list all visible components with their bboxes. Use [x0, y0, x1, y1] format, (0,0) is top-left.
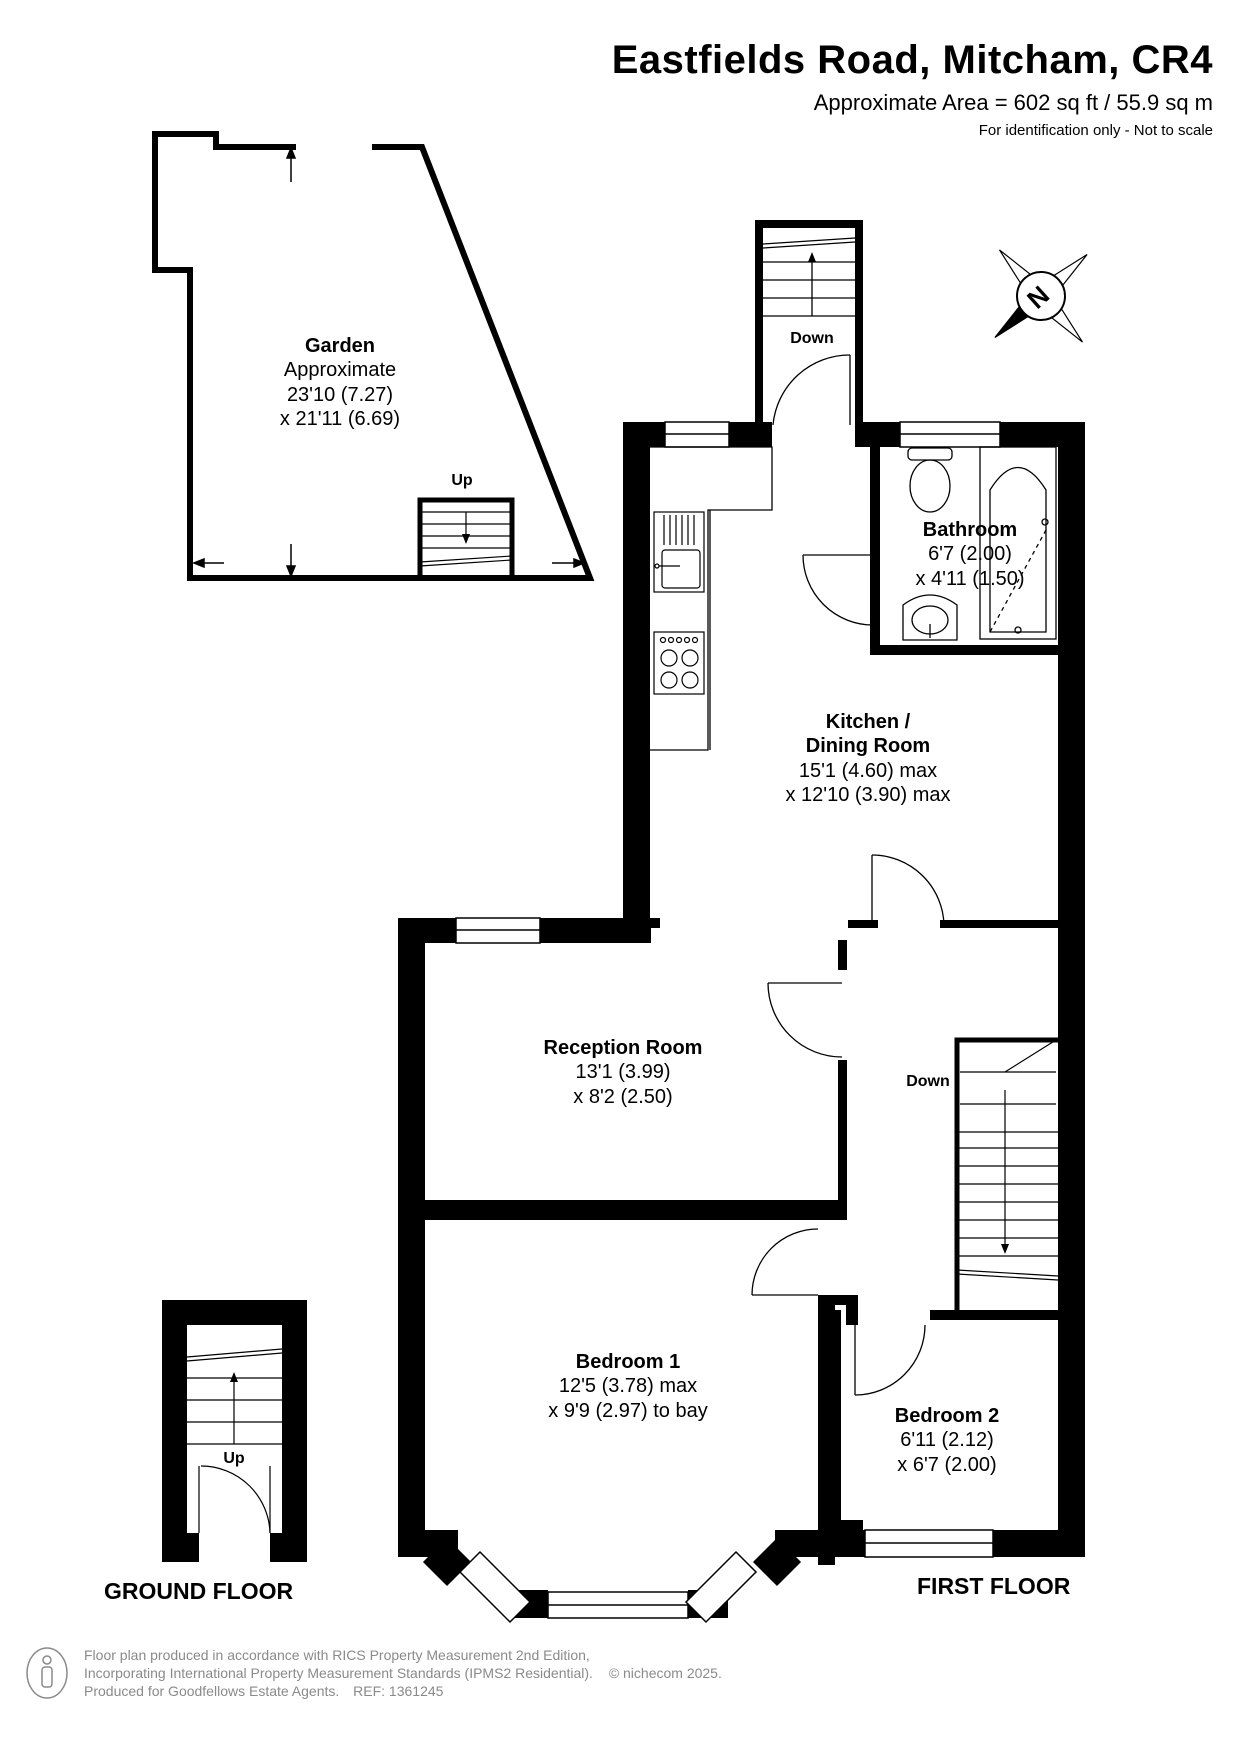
kitchen-counter	[650, 446, 773, 751]
ground-floor-walls	[162, 1300, 307, 1562]
stairs-label-ground-up: Up	[223, 1450, 245, 1467]
doors	[751, 354, 945, 1396]
room-name-reception: Reception Room	[543, 1037, 703, 1059]
kitchen-sink-icon	[653, 511, 705, 593]
floor-label-ground: GROUND FLOOR	[104, 1578, 294, 1604]
kitchen-stairs	[762, 237, 856, 317]
room-dim: 23'10 (7.27)	[286, 383, 394, 406]
basin-icon	[902, 594, 958, 641]
garden-dimension-arrows	[191, 145, 587, 579]
room-label-reception: Reception Room 13'1 (3.99) x 8'2 (2.50)	[544, 1036, 703, 1109]
hob-icon	[653, 631, 705, 695]
windows	[455, 421, 1001, 1624]
room-name-kitchen: Kitchen /	[825, 711, 911, 733]
footer-ipms: Incorporating International Property Mea…	[84, 1664, 593, 1681]
room-label-garden: Garden Approximate 23'10 (7.27) x 21'11 …	[280, 334, 400, 432]
room-dim: 12'5 (3.78) max	[558, 1375, 698, 1398]
ground-stairs-arrow-icon	[230, 1372, 238, 1382]
room-name-bathroom: Bathroom	[922, 519, 1018, 541]
room-dim: 15'1 (4.60) max	[798, 759, 938, 782]
property-title: Eastfields Road, Mitcham, CR4	[611, 38, 1213, 82]
room-dim: x 8'2 (2.50)	[573, 1085, 673, 1108]
stairs-arrow-icon	[808, 252, 816, 262]
room-name-garden: Garden	[304, 335, 376, 357]
landing-stairs	[954, 1037, 1059, 1310]
compass-north-icon	[994, 249, 1088, 343]
garden-stairs	[417, 497, 515, 578]
room-name-kitchen: Dining Room	[805, 735, 931, 758]
footer-ref: REF: 1361245	[353, 1682, 444, 1699]
room-dim: 6'11 (2.12)	[900, 1429, 994, 1452]
footer-line-2: Incorporating International Property Mea…	[84, 1665, 722, 1683]
floor-label-first: FIRST FLOOR	[917, 1573, 1071, 1599]
room-label-bedroom2: Bedroom 2 6'11 (2.12) x 6'7 (2.00)	[895, 1404, 999, 1477]
room-label-kitchen: Kitchen / Dining Room 15'1 (4.60) max x …	[785, 710, 950, 808]
approximate-area: Approximate Area = 602 sq ft / 55.9 sq m	[813, 90, 1213, 115]
footer: Floor plan produced in accordance with R…	[84, 1647, 722, 1701]
room-dim: x 12'10 (3.90) max	[785, 784, 951, 807]
landing-stairs-arrow-icon	[1001, 1244, 1009, 1254]
room-dim: x 21'11 (6.69)	[279, 408, 401, 431]
room-label-bedroom1: Bedroom 1 12'5 (3.78) max x 9'9 (2.97) t…	[548, 1350, 707, 1423]
toilet-icon	[907, 447, 953, 513]
room-dim: 13'1 (3.99)	[575, 1061, 671, 1084]
header: Eastfields Road, Mitcham, CR4 Approximat…	[612, 38, 1213, 139]
garden-outline	[152, 131, 595, 581]
room-dim: x 4'11 (1.50)	[915, 567, 1025, 590]
footer-line: Floor plan produced in accordance with R…	[84, 1647, 590, 1663]
stairs-label-garden-up: Up	[451, 472, 473, 489]
footer-produced-for: Produced for Goodfellows Estate Agents.	[84, 1682, 340, 1699]
room-dim: 6'7 (2.00)	[928, 543, 1012, 566]
room-label-bathroom: Bathroom 6'7 (2.00) x 4'11 (1.50)	[915, 518, 1024, 591]
disclaimer: For identification only - Not to scale	[978, 122, 1213, 139]
stairs-label-landing-down: Down	[906, 1073, 950, 1090]
garden-opening	[296, 140, 372, 154]
room-dim: Approximate	[283, 359, 397, 382]
room-name-bedroom2: Bedroom 2	[894, 1405, 1000, 1427]
bath-icon	[979, 446, 1057, 640]
footer-copyright: © nichecom 2025.	[608, 1664, 722, 1681]
stairs-label-kitchen-down: Down	[790, 330, 834, 347]
room-dim: x 6'7 (2.00)	[897, 1453, 997, 1476]
person-icon	[26, 1647, 68, 1699]
ground-floor-stairs	[186, 1348, 283, 1534]
room-dim: x 9'9 (2.97) to bay	[548, 1399, 708, 1422]
room-name-bedroom1: Bedroom 1	[575, 1351, 681, 1373]
footer-line-3: Produced for Goodfellows Estate Agents. …	[84, 1683, 722, 1701]
